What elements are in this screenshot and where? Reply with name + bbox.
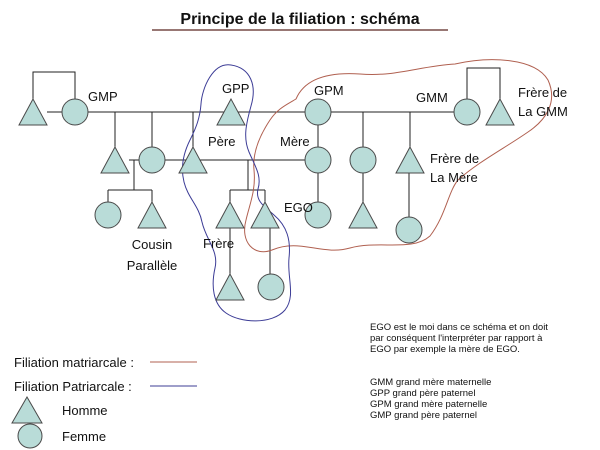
person-circle-gmp-wife xyxy=(61,98,89,126)
legend-homme-label: Homme xyxy=(62,403,108,418)
glossary-line: GPP grand père paternel xyxy=(370,388,475,399)
person-triangle-gen4 xyxy=(215,272,245,301)
ego-note-line: EGO est le moi dans ce schéma et on doit xyxy=(370,322,548,333)
label-gmm: GMM xyxy=(416,90,448,105)
label-gmp: GMP xyxy=(88,89,118,104)
label-frere: Frère xyxy=(203,236,234,251)
person-triangle-cousin-parallele xyxy=(137,200,167,229)
sibling-bracket-right xyxy=(466,67,501,99)
label-mere: Mère xyxy=(280,134,310,149)
label-cousin-1: Cousin xyxy=(132,237,172,252)
label-frere-mere-2: La Mère xyxy=(430,170,478,185)
page-title: Principe de la filiation : schéma xyxy=(180,11,419,28)
patriarcal-loop xyxy=(181,64,292,322)
person-circle-gpm xyxy=(304,98,332,126)
legend-circle-femme xyxy=(17,423,43,449)
person-circle-aunt xyxy=(138,146,166,174)
label-frere-mere-1: Frère de xyxy=(430,151,479,166)
label-gpp: GPP xyxy=(222,81,249,96)
label-frere-gmm-1: Frère de xyxy=(518,85,567,100)
person-triangle-gpp xyxy=(216,97,246,126)
ego-note: EGO est le moi dans ce schéma et on doit… xyxy=(370,322,548,355)
person-triangle-frere xyxy=(215,200,245,229)
person-triangle-ego xyxy=(250,200,280,229)
matriarcal-loop xyxy=(244,59,553,253)
person-triangle-frere-gmm xyxy=(485,97,515,126)
legend-triangle-homme xyxy=(11,395,43,424)
label-ego: EGO xyxy=(284,200,313,215)
person-circle-gen3-right xyxy=(395,216,423,244)
label-gpm: GPM xyxy=(314,83,344,98)
glossary-line: GMM grand mère maternelle xyxy=(370,377,491,388)
person-triangle-frere-mere xyxy=(395,145,425,174)
persons xyxy=(18,97,515,301)
person-triangle-gen3 xyxy=(348,200,378,229)
legend: Filiation matriarcale : Filiation Patria… xyxy=(11,355,197,449)
glossary-line: GMP grand père paternel xyxy=(370,410,477,421)
label-cousin-2: Parallèle xyxy=(127,258,178,273)
legend-matriarcale-label: Filiation matriarcale : xyxy=(14,355,134,370)
glossary: GMM grand mère maternelle GPP grand père… xyxy=(370,377,491,421)
person-triangle-gmp-husband xyxy=(18,97,48,126)
label-pere: Père xyxy=(208,134,235,149)
label-frere-gmm-2: La GMM xyxy=(518,104,568,119)
person-circle-gen4 xyxy=(257,273,285,301)
marriage-bracket-left xyxy=(32,71,76,99)
ego-note-line: par conséquent l'interpréter par rapport… xyxy=(370,333,543,344)
person-circle-cousine xyxy=(94,201,122,229)
person-triangle-pere xyxy=(178,145,208,174)
legend-femme-label: Femme xyxy=(62,429,106,444)
person-circle-soeur-mere xyxy=(349,146,377,174)
person-circle-gmm xyxy=(453,98,481,126)
person-circle-mere xyxy=(304,146,332,174)
person-triangle-uncle xyxy=(100,145,130,174)
glossary-line: GPM grand mère paternelle xyxy=(370,399,487,410)
legend-patriarcale-label: Filiation Patriarcale : xyxy=(14,379,132,394)
person-circle-gen3 xyxy=(304,201,332,229)
ego-note-line: EGO par exemple la mère de EGO. xyxy=(370,344,520,355)
